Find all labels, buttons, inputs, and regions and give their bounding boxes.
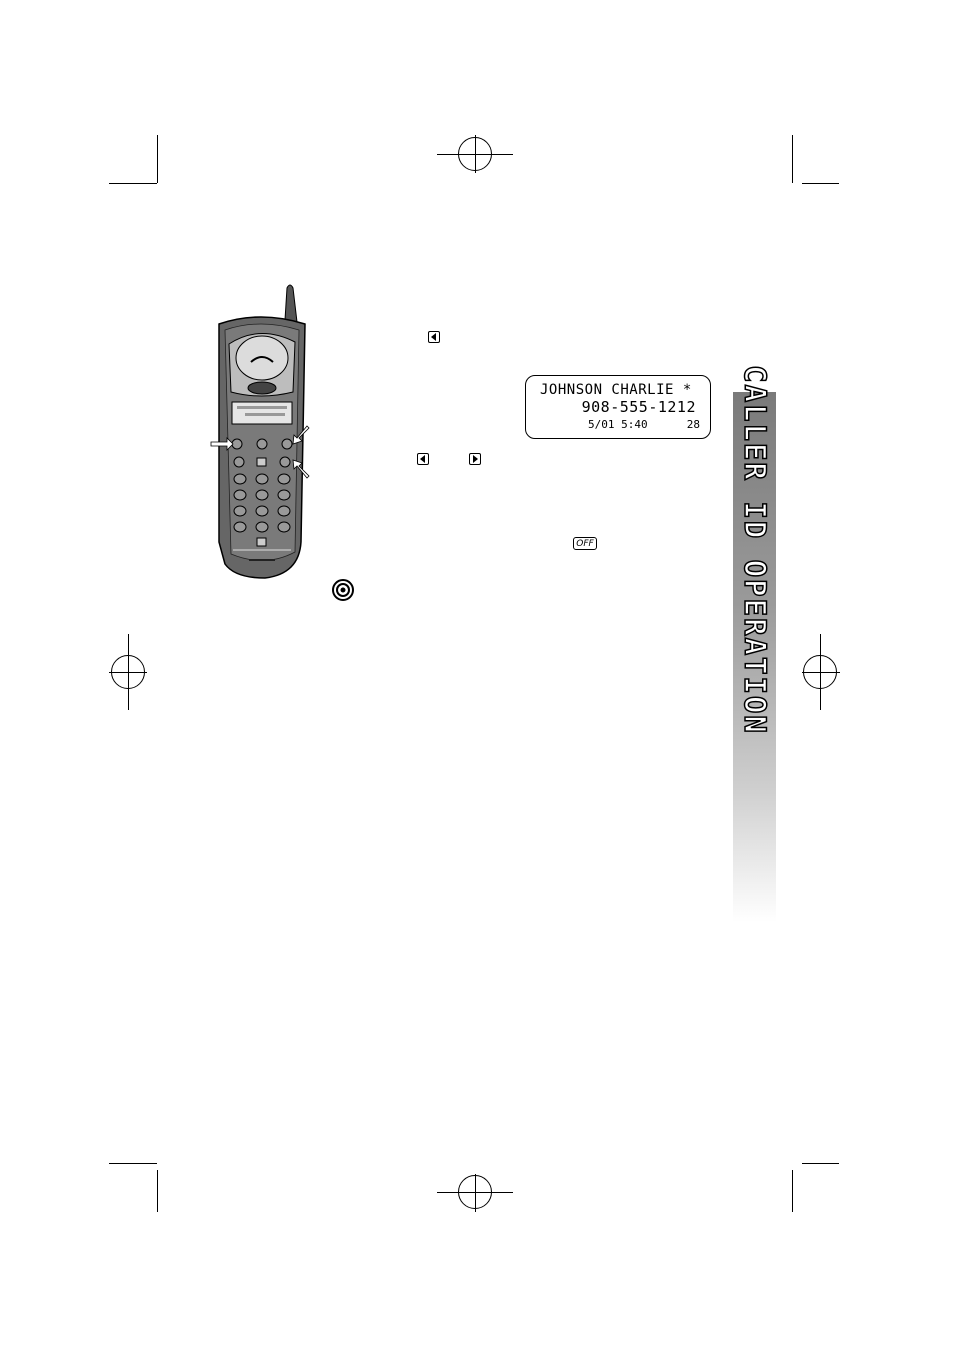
- crop-mark: [109, 183, 157, 184]
- right-arrow-icon: [469, 453, 481, 465]
- registration-circle: [458, 137, 492, 171]
- registration-circle: [803, 655, 837, 689]
- handset-illustration: [210, 284, 310, 579]
- section-side-tab: [733, 392, 776, 922]
- registration-circle: [111, 655, 145, 689]
- caller-id-display: JOHNSON CHARLIE * 908-555-1212 5/01 5:40…: [525, 375, 711, 439]
- registration-circle: [458, 1175, 492, 1209]
- off-key-icon: OFF: [573, 537, 597, 550]
- note-target-icon: [332, 579, 354, 601]
- crop-mark: [802, 183, 839, 184]
- left-arrow-icon: [428, 331, 440, 343]
- section-side-tab-label: CALLER ID OPERATION: [737, 364, 773, 735]
- call-count: 28: [686, 418, 700, 431]
- call-date-time: 5/01 5:40: [588, 418, 648, 431]
- crop-mark: [802, 1163, 839, 1164]
- left-arrow-icon: [417, 453, 429, 465]
- crop-mark: [792, 135, 793, 183]
- caller-name: JOHNSON CHARLIE *: [540, 382, 692, 398]
- crop-mark: [157, 1170, 158, 1212]
- caller-number: 908-555-1212: [581, 398, 696, 416]
- crop-mark: [109, 1163, 157, 1164]
- off-key-label: OFF: [576, 538, 594, 549]
- crop-mark: [792, 1170, 793, 1212]
- crop-mark: [157, 135, 158, 183]
